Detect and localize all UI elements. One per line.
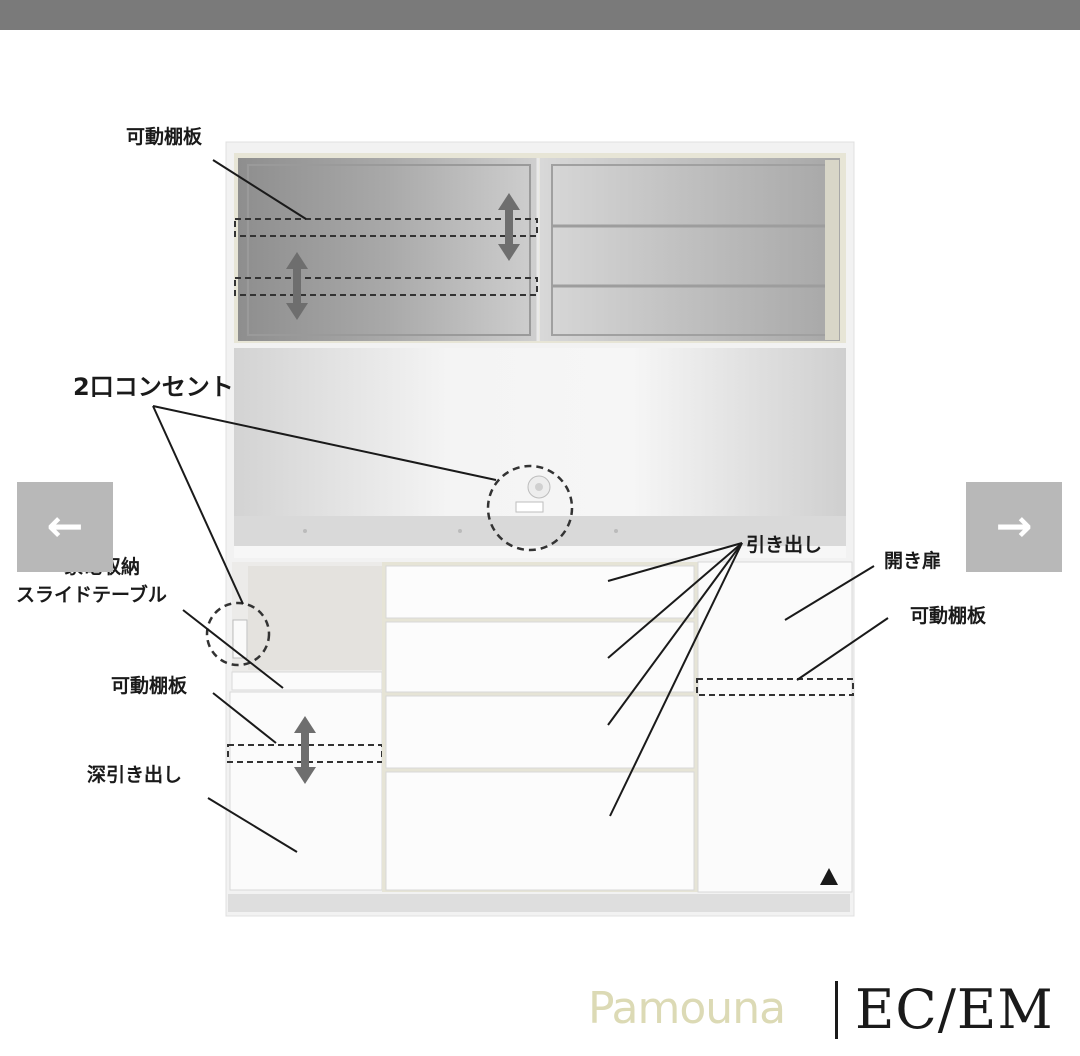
adjust-arrow-top-2 [286,252,308,320]
outlet-left [232,619,248,659]
label-drawer: 引き出し [746,534,823,556]
outlet-highlight-middle [486,464,574,552]
open-counter-area [234,348,846,548]
label-hinged-door: 開き扉 [884,550,942,572]
shelf-dashed-top-1 [234,218,538,237]
label-shelf-right: 可動棚板 [910,605,987,627]
drawer-4 [385,771,695,891]
hinged-door-right [697,561,853,893]
brand-logo: Pamouna [588,983,786,1034]
plinth [228,894,850,912]
next-button[interactable]: → [966,482,1062,572]
drawer-3 [385,695,695,769]
label-shelf-top: 可動棚板 [126,126,203,148]
marker-triangle [820,868,838,885]
model-name: EC/EM [855,978,1054,1041]
label-slide-table: スライドテーブル [16,584,167,606]
shelf-dashed-right [696,678,854,696]
adjust-arrow-left [294,716,316,784]
glass-door-left [238,158,538,341]
label-outlet: 2口コンセント [73,373,234,401]
arrow-right-icon: → [995,501,1033,552]
shelf-dashed-top-2 [234,277,538,296]
slide-table [231,671,383,691]
glass-door-right [540,158,840,341]
leader-lines [152,159,889,853]
top-bar [0,0,1080,30]
adjust-arrow-top-1 [498,193,520,261]
arrow-left-icon: ← [46,501,84,552]
drawer-2 [385,621,695,693]
outlet-highlight-left [205,601,271,667]
outlet-middle [515,475,551,513]
drawer-1 [385,565,695,619]
label-deep-drawer: 深引き出し [87,764,183,786]
brand-divider [835,981,838,1039]
label-shelf-left: 可動棚板 [111,675,188,697]
prev-button[interactable]: ← [17,482,113,572]
